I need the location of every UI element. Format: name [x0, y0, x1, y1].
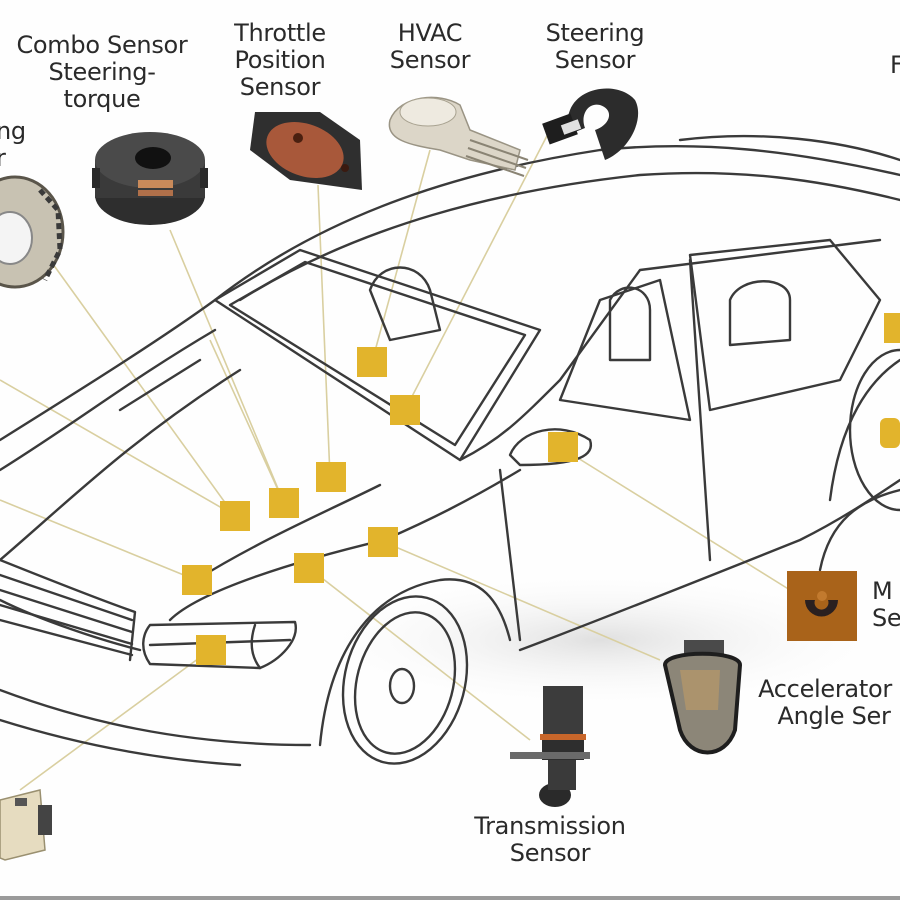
label-throttle-position-sensor: Throttle Position Sensor: [220, 20, 340, 101]
label-mirror-partial: M Se: [872, 578, 900, 632]
label-steering-sensor: Steering Sensor: [530, 20, 660, 74]
car-outline: [0, 134, 900, 767]
label-line: Sensor: [509, 839, 591, 867]
leader-line: [19, 649, 211, 791]
label-right-top-partial: F: [890, 52, 900, 79]
label-line: Throttle: [234, 19, 326, 47]
steering-clip-icon: [542, 88, 639, 160]
label-line: M: [872, 577, 893, 605]
leader-line: [371, 149, 431, 363]
car-roof-line: [213, 144, 900, 302]
label-line: F: [890, 51, 900, 79]
label-transmission-sensor: Transmission Sensor: [460, 813, 640, 867]
ring-sensor-icon: [0, 175, 65, 289]
transmission-sensor-icon: [510, 686, 590, 807]
label-line: Position: [234, 46, 326, 74]
label-line: torque: [63, 85, 141, 113]
sensor-marker: [196, 635, 226, 665]
sensor-marker: [880, 418, 900, 448]
label-line: Angle Ser: [777, 702, 891, 730]
leader-line: [209, 339, 285, 504]
rear-wheel: [848, 348, 900, 512]
mirror-sensor-icon: [787, 571, 857, 641]
leader-line: [564, 449, 791, 591]
label-line: Accelerator: [758, 675, 892, 703]
rear-door-window: [688, 238, 882, 412]
label-line: Combo Sensor: [16, 31, 188, 59]
ground-shadow: [300, 570, 900, 710]
sensor-marker: [220, 501, 250, 531]
label-line: Sensor: [239, 73, 321, 101]
torque-ring-icon: [92, 132, 208, 225]
label-line: ng: [0, 117, 26, 145]
connector-sensor-icon: [0, 789, 52, 861]
hvac-sensor-icon: [388, 96, 529, 177]
front-wheel: [341, 595, 469, 765]
label-accelerator-angle-sensor: Accelerator Angle Ser: [745, 676, 900, 730]
label-line: Sensor: [554, 46, 636, 74]
leader-lines: [0, 129, 791, 791]
label-line: r: [0, 144, 6, 172]
label-left-partial: ng r: [0, 118, 26, 172]
leader-line: [0, 499, 197, 581]
leader-line: [0, 379, 235, 516]
label-line: Steering: [545, 19, 645, 47]
throttle-sensor-icon: [250, 112, 362, 190]
sensor-markers: [182, 313, 900, 665]
leader-line: [169, 229, 285, 504]
sensor-marker: [269, 488, 299, 518]
side-mirror: [508, 428, 593, 467]
sensor-marker: [182, 565, 212, 595]
windshield: [213, 248, 542, 462]
accelerator-sensor-icon: [662, 640, 743, 755]
bottom-border: [0, 896, 900, 900]
label-line: Steering-: [48, 58, 156, 86]
sensor-marker: [368, 527, 398, 557]
leader-line: [383, 541, 661, 661]
label-line: Se: [872, 604, 900, 632]
label-line: Transmission: [474, 812, 626, 840]
label-line: Sensor: [389, 46, 471, 74]
sensor-marker: [357, 347, 387, 377]
label-combo-sensor: Combo Sensor Steering- torque: [2, 32, 202, 113]
sensor-marker: [884, 313, 900, 343]
leader-line: [49, 259, 235, 516]
sensor-marker: [390, 395, 420, 425]
front-hub: [388, 667, 416, 705]
sensor-marker: [548, 432, 578, 462]
label-line: HVAC: [397, 19, 463, 47]
label-hvac-sensor: HVAC Sensor: [375, 20, 485, 74]
car-roof-inner: [238, 171, 900, 302]
front-door-window: [558, 278, 692, 422]
leader-line: [308, 567, 531, 741]
leader-line: [404, 129, 551, 411]
sensor-marker: [294, 553, 324, 583]
sensor-marker: [316, 462, 346, 492]
